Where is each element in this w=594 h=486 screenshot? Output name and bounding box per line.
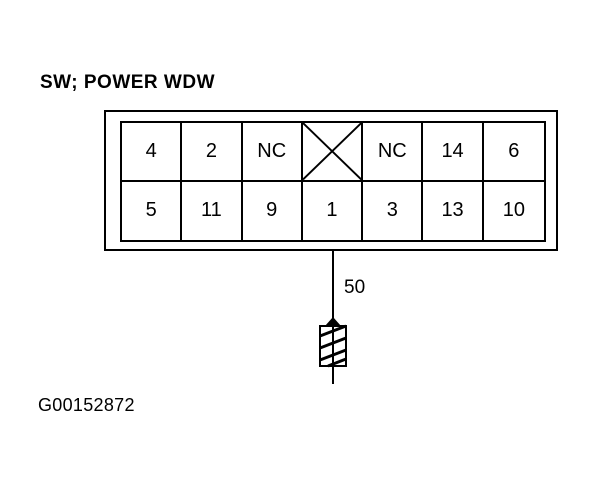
connector-housing: 4 2 NC NC 14 6 5 11 9 1 3 13 10 — [104, 110, 558, 251]
pin-cell: 11 — [182, 181, 243, 240]
pin-cell: 13 — [423, 181, 484, 240]
pin-cell: 2 — [182, 123, 243, 182]
pin-cell: 5 — [122, 181, 183, 240]
ground-terminal-icon — [319, 324, 347, 368]
connector-pin-grid: 4 2 NC NC 14 6 5 11 9 1 3 13 10 — [120, 121, 546, 242]
pin-cell: 4 — [122, 123, 183, 182]
wire-number-label: 50 — [344, 277, 366, 298]
pin-cell: NC — [363, 123, 424, 182]
pin-cell: 10 — [502, 199, 525, 222]
pin-cell: 14 — [423, 123, 484, 182]
blocked-pin-cell — [302, 123, 364, 182]
blocked-cross-icon — [302, 123, 362, 180]
pin-cell: NC — [242, 123, 303, 182]
pin-cell: 3 — [363, 181, 424, 240]
pin-cell: 9 — [243, 181, 303, 240]
pin-cell: 6 — [483, 123, 544, 182]
pin-cell: 1 — [303, 181, 364, 240]
figure-code: G00152872 — [38, 395, 135, 415]
connector-title: SW; POWER WDW — [40, 72, 216, 93]
